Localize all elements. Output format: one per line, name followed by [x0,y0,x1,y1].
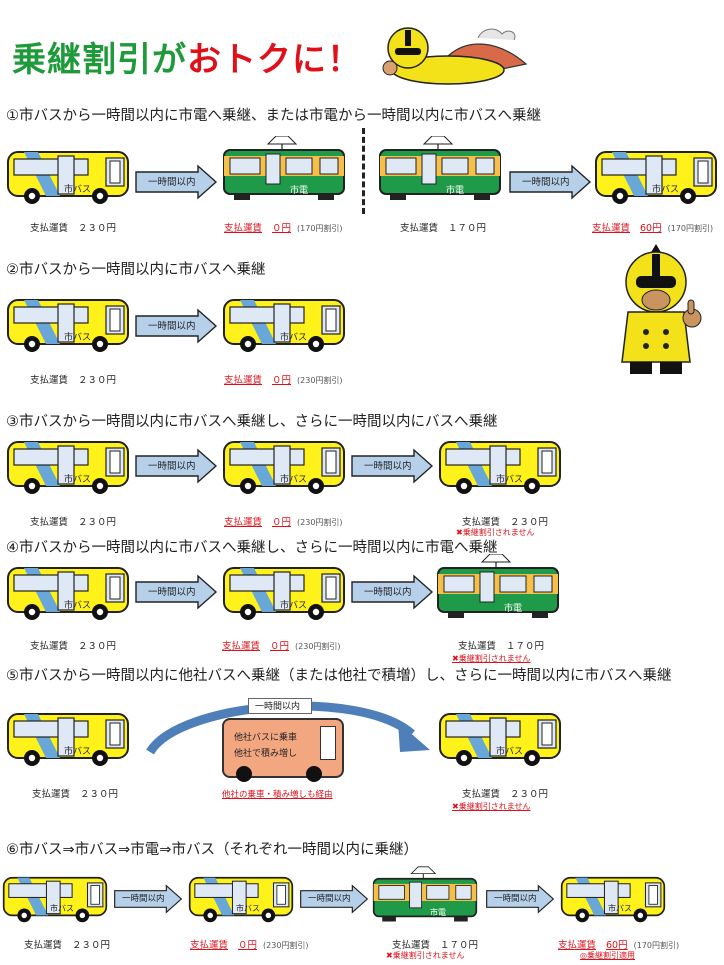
other-company-bus-image: 他社バスに乗車 他社で積み増し [222,718,344,782]
tram-image: 市電 [372,866,478,924]
no-discount-note: ✖乗継割引されません [452,654,531,663]
tram-image: 市電 [222,136,346,202]
tram-image: 市電 [436,554,560,620]
page-title: 乗継割引がおトクに！ [12,40,362,80]
arrow-icon: 一時間以内 [134,448,218,484]
bus-image: 市バス [222,298,346,354]
section4-heading: ④市バスから一時間以内に市バスへ乗継し、さらに一時間以内に市電へ乗継 [6,540,498,556]
no-discount-note: ✖乗継割引されません [452,802,531,811]
arrow-icon: 一時間以内 [350,448,434,484]
bus-image: 市バス [560,876,666,924]
tram-image: 市電 [378,136,502,202]
arrow-icon: 一時間以内 [112,884,184,914]
arrow-label-box: 一時間以内 [248,698,312,714]
bus-image: 市バス [6,298,130,354]
bus-image: 市バス [6,440,130,496]
bus-image: 市バス [222,566,346,622]
no-discount-note: ✖乗継割引されません [386,951,465,960]
bus-image: 市バス [438,712,562,768]
discount-applied-note: ◎乗継割引適用 [580,951,635,960]
arrow-icon: 一時間以内 [134,164,218,200]
arrow-icon: 一時間以内 [508,164,592,200]
mascot-thumbsup-image [621,244,702,374]
no-discount-note: ✖乗継割引されません [456,528,535,537]
arrow-icon: 一時間以内 [298,884,370,914]
section3-heading: ③市バスから一時間以内に市バスへ乗継し、さらに一時間以内にバスへ乗継 [6,414,498,430]
bus-image: 市バス [6,712,130,768]
section6-heading: ⑥市バス⇒市バス⇒市電⇒市バス（それぞれ一時間以内に乗継） [6,842,418,858]
arrow-icon: 一時間以内 [484,884,556,914]
bus-image: 市バス [6,150,130,206]
bus-image: 市バス [222,440,346,496]
bus-image: 市バス [6,566,130,622]
bus-image: 市バス [188,876,294,924]
bus-image: 市バス [438,440,562,496]
other-company-caption: 他社の乗車・積み増しも経由 [222,790,333,800]
section1-heading: ①市バスから一時間以内に市電へ乗継、または市電から一時間以内に市バスへ乗継 [6,108,541,124]
arrow-icon: 一時間以内 [350,574,434,610]
bus-image: 市バス [594,150,718,206]
section5-heading: ⑤市バスから一時間以内に他社バスへ乗継（または他社で積増）し、さらに一時間以内に… [6,668,672,684]
bus-image: 市バス [2,876,108,924]
arrow-icon: 一時間以内 [134,574,218,610]
mascot-lying-image [382,27,528,85]
arrow-icon: 一時間以内 [134,308,218,344]
divider-line [362,128,365,214]
section2-heading: ②市バスから一時間以内に市バスへ乗継 [6,262,266,278]
